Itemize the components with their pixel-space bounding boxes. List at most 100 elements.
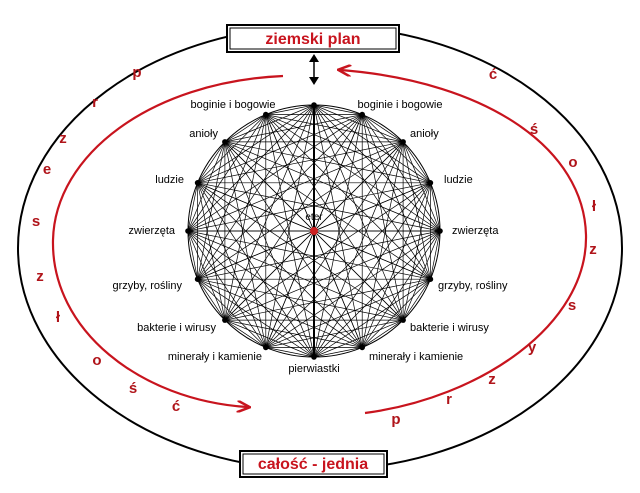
right-ascending-arrow — [341, 70, 588, 415]
connection-line — [187, 230, 431, 280]
top-box-inner — [229, 27, 397, 50]
connection-line — [402, 182, 431, 321]
connection-line — [224, 141, 431, 280]
left-arc-letter: e — [43, 161, 51, 178]
right-node-label: bakterie i wirusy — [410, 322, 489, 334]
connection-line — [224, 114, 363, 143]
connection-line — [362, 114, 404, 143]
left-arc-letter: z — [59, 130, 67, 147]
spoke-line — [313, 182, 431, 232]
left-node-label: minerały i kamienie — [168, 351, 262, 363]
connection-line — [402, 141, 431, 280]
connection-line — [265, 347, 315, 358]
right-node-label: zwierzęta — [452, 225, 499, 237]
connection-line — [224, 319, 363, 348]
connection-line — [313, 347, 363, 358]
left-arc-letter: r — [92, 94, 98, 111]
connection-line — [187, 230, 198, 280]
connection-line — [224, 141, 267, 348]
connection-line — [430, 230, 441, 280]
node-dots — [185, 102, 443, 360]
right-arc-letter: z — [488, 371, 496, 388]
center-dot — [310, 227, 318, 235]
connection-line — [313, 104, 363, 115]
node-dot — [263, 344, 269, 351]
right-arc-letter: z — [589, 241, 597, 258]
node-dot — [194, 276, 201, 283]
left-arc-letter: o — [92, 352, 101, 369]
connection-line — [430, 182, 441, 232]
connection-line — [187, 182, 431, 232]
connection-line — [265, 141, 404, 348]
right-arc-letter: p — [391, 411, 400, 428]
bottom-box-inner — [242, 453, 385, 475]
connection-line — [313, 278, 431, 358]
left-arc-letter: p — [132, 64, 141, 81]
right-arc-letter: s — [568, 297, 576, 314]
connection-line — [265, 114, 315, 358]
connection-line — [362, 319, 404, 348]
left-node-label: grzyby, rośliny — [113, 280, 183, 292]
left-arc-letter: ś — [129, 380, 137, 397]
connection-line — [197, 182, 315, 358]
connection-line — [197, 104, 315, 184]
spoke-line — [313, 230, 404, 321]
connection-line — [224, 141, 363, 348]
connection-line — [361, 114, 441, 232]
right-node-label: grzyby, rośliny — [438, 280, 508, 292]
top-box-label: ziemski plan — [265, 31, 360, 48]
left-node-label: boginie i bogowie — [190, 99, 275, 111]
connection-line — [265, 114, 441, 232]
spoke-line — [197, 182, 315, 232]
connection-line — [224, 182, 431, 321]
spoke-line — [313, 141, 404, 232]
spoke-line — [313, 230, 431, 280]
left-node-label: zwierzęta — [129, 225, 176, 237]
left-descending-arrow — [51, 74, 284, 407]
connection-line — [187, 230, 267, 348]
connection-line — [197, 279, 226, 321]
node-dot — [437, 228, 443, 234]
connection-line — [402, 279, 431, 321]
connection-line — [197, 230, 441, 280]
connection-line — [313, 114, 363, 358]
connection-line — [197, 182, 404, 321]
bottom-node-label: pierwiastki — [288, 363, 339, 375]
node-dot — [222, 317, 228, 323]
connection-line — [361, 230, 441, 348]
node-dot — [427, 180, 434, 186]
left-arc-letter: ł — [56, 309, 61, 326]
connection-line — [265, 114, 404, 143]
connection-line — [197, 141, 226, 183]
connection-line — [224, 114, 267, 321]
center-label: eter — [305, 212, 323, 223]
connection-line — [265, 114, 431, 280]
right-node-label: minerały i kamienie — [369, 351, 463, 363]
connection-line — [197, 278, 315, 358]
connection-line — [197, 182, 441, 232]
right-arc-letter: ł — [592, 198, 597, 215]
spoke-line — [313, 230, 363, 348]
top-connector-head-down — [309, 77, 319, 85]
right-node-label: ludzie — [444, 174, 473, 186]
node-dot — [185, 228, 191, 234]
outer-ellipse — [17, 25, 623, 471]
top-box — [226, 24, 400, 53]
connection-line — [187, 114, 267, 232]
connection-line — [265, 104, 315, 115]
bottom-box — [239, 450, 388, 478]
node-dot — [311, 102, 317, 108]
connection-line — [265, 114, 431, 184]
spoke-line — [224, 230, 315, 321]
connection-line — [265, 104, 315, 348]
connection-line — [224, 114, 266, 143]
connection-line — [265, 114, 404, 321]
left-node-label: anioły — [189, 128, 218, 140]
connection-line — [187, 230, 363, 348]
node-dot — [359, 344, 366, 351]
connection-line — [313, 104, 363, 348]
connection-line — [197, 141, 404, 280]
